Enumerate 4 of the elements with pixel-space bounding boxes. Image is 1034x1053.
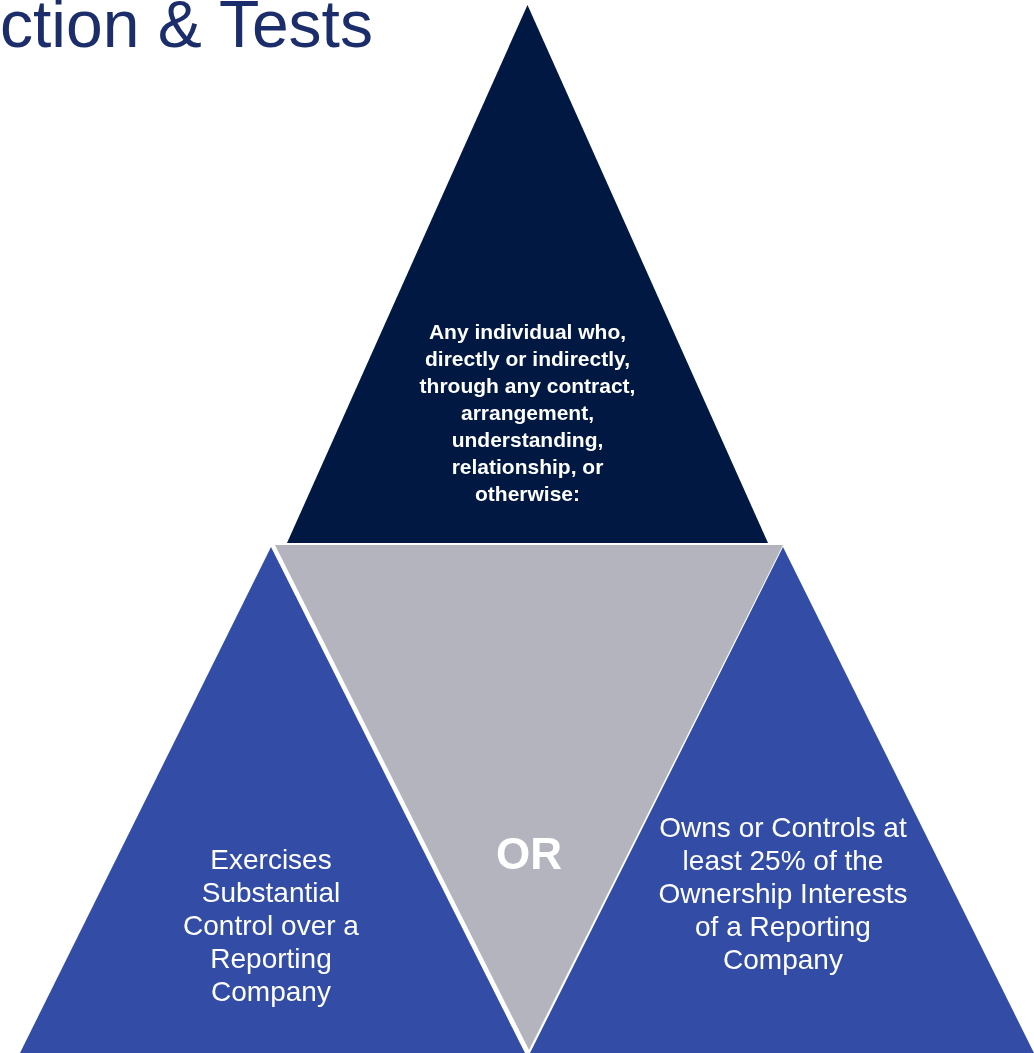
triangle-text: Owns or Controls at least 25% of the Ownership Interests of a Reporting Company <box>658 811 908 976</box>
triangle-text: OR <box>496 829 562 879</box>
triangle-text: Exercises Substantial Control over a Reporting Company <box>182 843 360 1008</box>
triangle-text: Any individual who, directly or indirectly, through any contract, arrangement, understanding, relationship, or otherwise: <box>418 319 637 507</box>
